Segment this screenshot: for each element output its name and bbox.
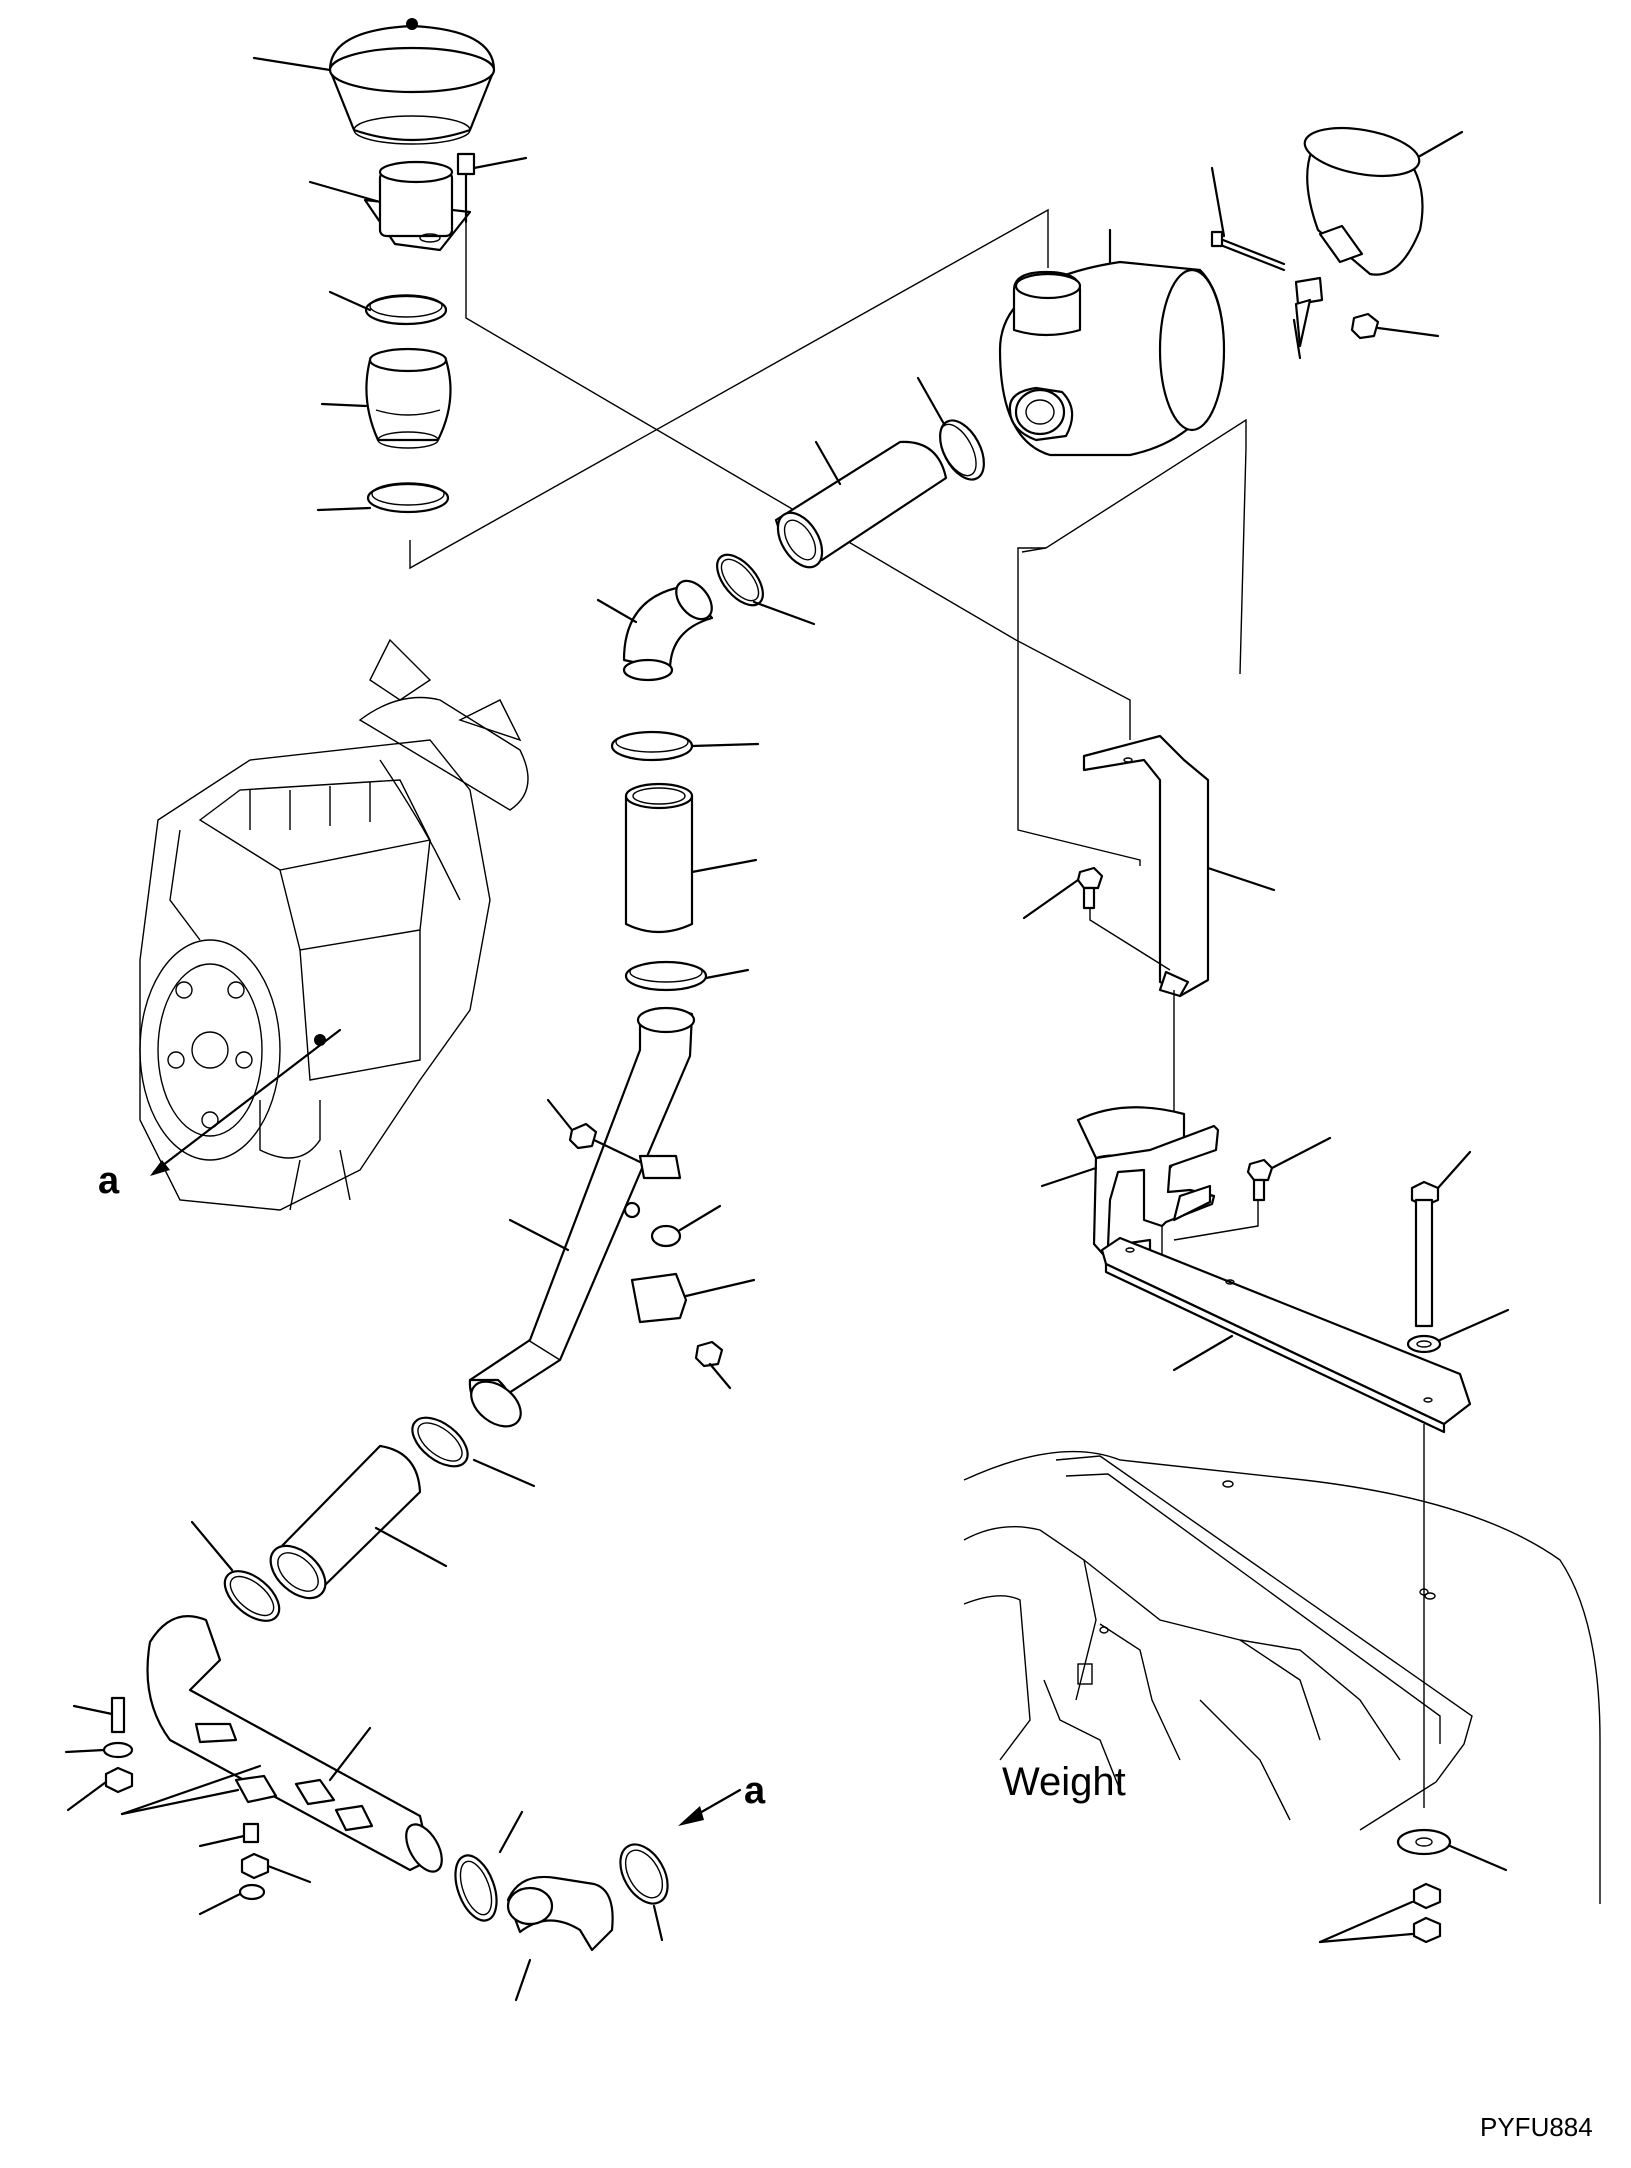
adapter-flange [308, 160, 472, 252]
band-clip [1292, 276, 1324, 360]
weight-label: Weight [1002, 1760, 1126, 1804]
view-arrow-a [678, 1788, 742, 1826]
band-nut [1350, 312, 1440, 340]
hose-clamp-10 [619, 1843, 669, 1942]
long-bolt-washer [1406, 1308, 1510, 1354]
intake-hose-2 [624, 782, 758, 934]
lower-brackets [194, 1722, 374, 1832]
view-marker-a-engine: a [98, 1160, 120, 1202]
intake-pipe-lower [146, 1615, 443, 1873]
hose-clamp-5 [610, 730, 760, 762]
bolt-top [456, 152, 528, 224]
hose-clamp-3 [916, 376, 985, 481]
precleaner-cap [252, 18, 496, 145]
view-marker-a-pipe: a [744, 1770, 766, 1812]
bellows-hose [320, 347, 452, 449]
band-bolt [1210, 166, 1286, 272]
hose-clamp-4 [716, 553, 816, 626]
air-cleaner-body [998, 228, 1226, 457]
intake-pipe-long [468, 1006, 696, 1428]
support-stand [1040, 1106, 1220, 1264]
hose-clamp-9 [454, 1810, 524, 1922]
hose-clamp-8 [190, 1520, 281, 1622]
intake-hose-1 [774, 440, 948, 569]
long-bolt [1410, 1150, 1472, 1328]
mounting-band [1303, 127, 1464, 276]
pipe-bracket-bolts [546, 1098, 756, 1390]
bottom-nuts [1318, 1882, 1442, 1944]
rubber-elbow-lower [506, 1875, 614, 2002]
hose-clamp-2 [316, 482, 450, 514]
bracket-bolt [1022, 866, 1171, 971]
hose-clamp-1 [328, 290, 448, 326]
stand-bolt [1173, 1136, 1332, 1241]
lower-fasteners [64, 1696, 312, 1916]
intake-hose-3 [269, 1444, 448, 1600]
base-plate [1100, 1236, 1472, 1434]
engine-illustration [139, 638, 529, 1211]
cleaner-bracket [1082, 734, 1276, 998]
hose-clamp-6 [624, 960, 750, 992]
drawing-code: PYFU884 [1480, 2112, 1593, 2142]
counterweight [963, 1450, 1601, 1904]
rubber-elbow [596, 579, 714, 682]
bottom-washer [1396, 1828, 1508, 1872]
hose-clamp-7 [411, 1416, 536, 1488]
